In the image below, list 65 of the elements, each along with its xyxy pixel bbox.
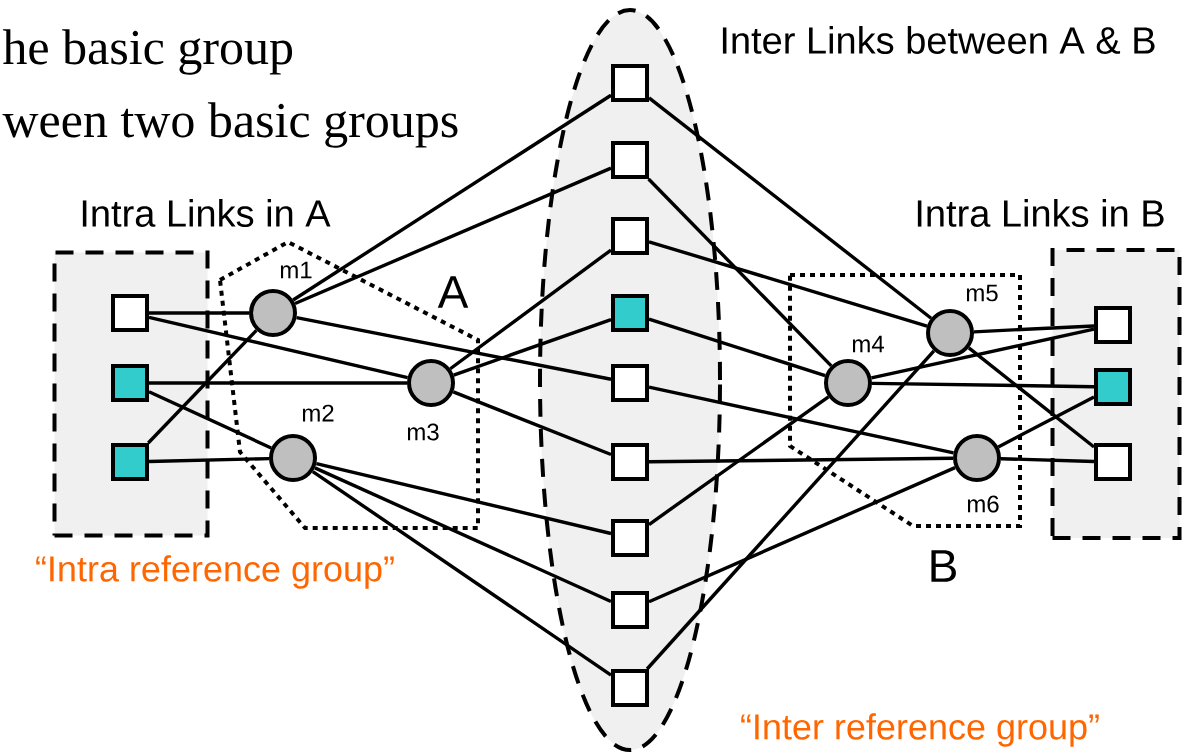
link-line bbox=[147, 329, 258, 445]
text-line: he basic group bbox=[2, 29, 293, 75]
circle-node bbox=[249, 289, 297, 337]
link-line bbox=[453, 318, 612, 377]
square-node bbox=[111, 294, 149, 332]
group-caption: “Intra reference group” bbox=[36, 555, 394, 589]
link-line bbox=[973, 324, 1095, 334]
link-line bbox=[149, 311, 249, 315]
circle-node bbox=[407, 359, 455, 407]
square-node bbox=[111, 364, 149, 402]
link-line bbox=[648, 395, 830, 526]
link-line bbox=[647, 96, 933, 320]
node-label: m6 bbox=[967, 495, 999, 513]
link-line bbox=[871, 327, 1095, 380]
circle-node bbox=[824, 359, 872, 407]
square-node bbox=[611, 591, 649, 629]
node-label: Intra Links in A bbox=[82, 199, 331, 227]
link-line bbox=[148, 456, 270, 464]
link-line bbox=[648, 466, 956, 604]
square-node bbox=[1094, 306, 1132, 344]
square-node bbox=[611, 141, 649, 179]
node-label: Intra Links in B bbox=[917, 199, 1164, 227]
node-label: m1 bbox=[280, 261, 312, 279]
circle-node bbox=[269, 434, 317, 482]
link-line bbox=[648, 317, 826, 378]
node-label: m3 bbox=[407, 423, 439, 441]
link-line bbox=[294, 166, 612, 306]
square-node bbox=[611, 364, 649, 402]
link-line bbox=[967, 346, 1096, 449]
link-line bbox=[1000, 457, 1095, 464]
node-label: Inter Links between A & B bbox=[722, 26, 1155, 54]
link-line bbox=[292, 93, 612, 302]
link-line bbox=[311, 470, 612, 677]
link-line bbox=[149, 381, 407, 385]
link-line bbox=[314, 466, 612, 603]
node-label: m5 bbox=[966, 284, 998, 302]
link-line bbox=[997, 395, 1095, 449]
link-line bbox=[452, 390, 612, 457]
square-node bbox=[611, 294, 649, 332]
square-node bbox=[611, 443, 649, 481]
square-node bbox=[611, 217, 649, 255]
link-line bbox=[649, 456, 954, 464]
link-line bbox=[647, 177, 833, 368]
link-line bbox=[645, 349, 936, 671]
square-node bbox=[611, 519, 649, 557]
link-line bbox=[449, 248, 612, 371]
square-node bbox=[111, 443, 149, 481]
link-line bbox=[148, 315, 408, 380]
text-line: ween two basic groups bbox=[2, 102, 458, 148]
circle-node bbox=[953, 434, 1001, 482]
circle-node bbox=[926, 309, 974, 357]
link-line bbox=[648, 240, 928, 328]
node-label: B bbox=[931, 550, 956, 582]
node-label: m2 bbox=[302, 404, 334, 422]
link-line bbox=[148, 390, 272, 450]
square-node bbox=[1094, 368, 1132, 406]
square-node bbox=[611, 669, 649, 707]
link-line bbox=[296, 315, 612, 381]
link-line bbox=[315, 461, 612, 536]
group-caption: “Inter reference group” bbox=[741, 713, 1099, 747]
node-label: m4 bbox=[852, 335, 884, 353]
link-line bbox=[872, 381, 1095, 389]
link-line bbox=[648, 385, 954, 455]
square-node bbox=[611, 64, 649, 102]
square-node bbox=[1094, 443, 1132, 481]
